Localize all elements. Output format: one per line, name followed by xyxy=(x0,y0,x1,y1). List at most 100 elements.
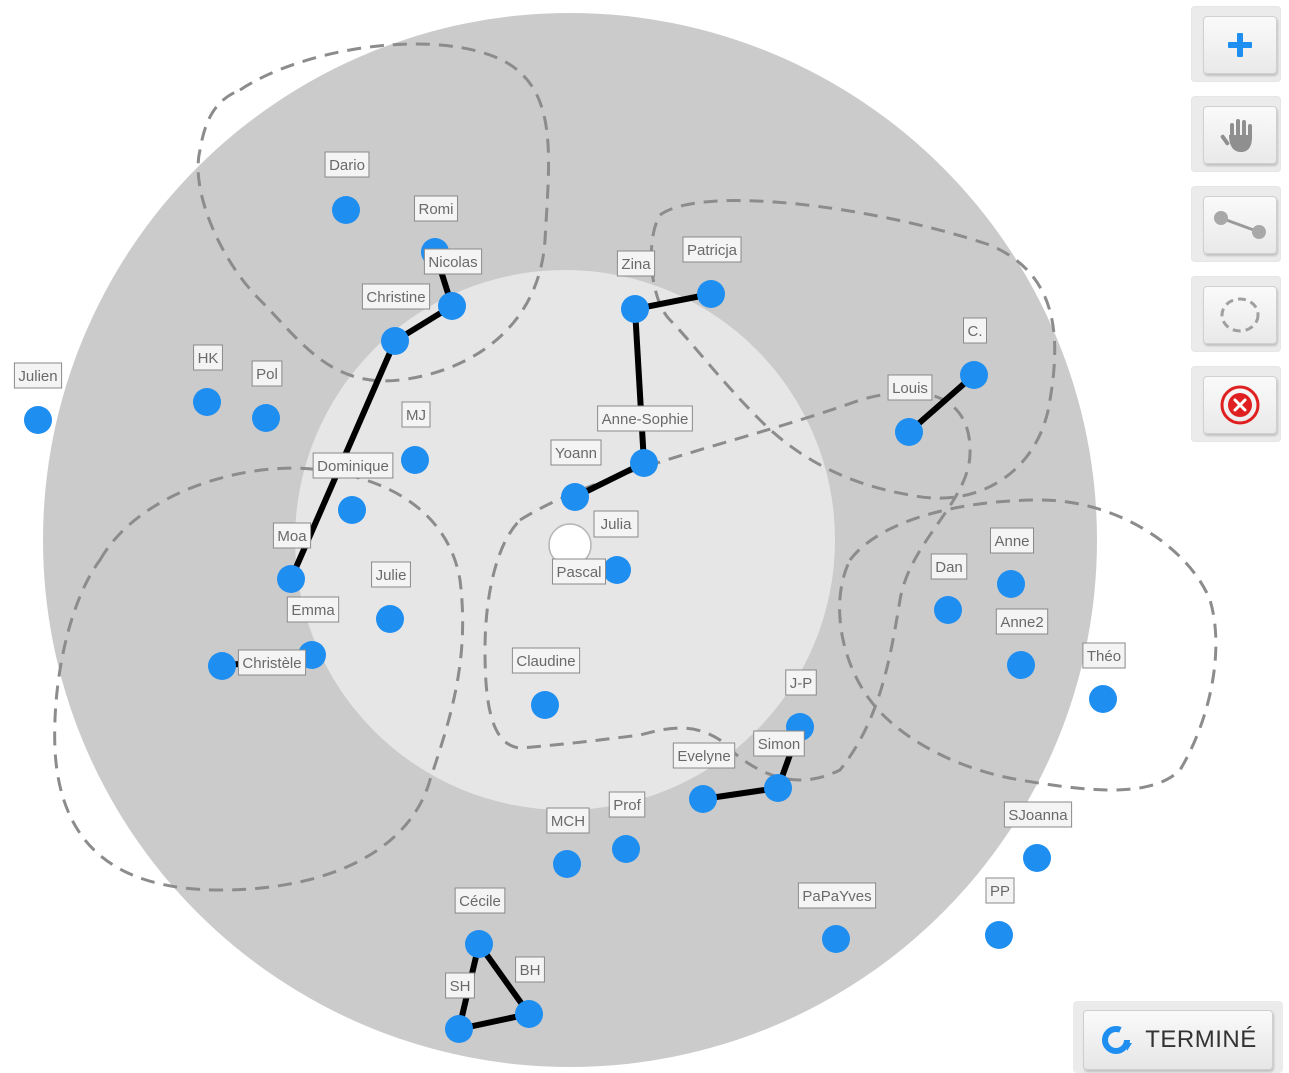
person-node-julie[interactable] xyxy=(376,605,404,633)
person-label-box xyxy=(551,558,607,585)
person-label-box xyxy=(930,553,968,580)
link-zina-annesophie xyxy=(632,306,647,466)
person-label-hk: HK xyxy=(193,344,223,371)
person-label-box xyxy=(682,236,742,263)
person-label-text: MJ xyxy=(406,407,426,424)
person-node-pp[interactable] xyxy=(985,921,1013,949)
person-label-bh: BH xyxy=(515,956,545,983)
person-label-text: HK xyxy=(198,350,219,367)
group-outline-east xyxy=(838,498,1218,792)
person-label-text: Yoann xyxy=(555,445,597,462)
person-node-claudine[interactable] xyxy=(531,691,559,719)
group-outline-north-west xyxy=(196,42,551,383)
person-label-box xyxy=(989,527,1035,554)
delete-tool-button[interactable] xyxy=(1191,366,1281,442)
person-label-box xyxy=(797,882,877,909)
person-label-yoann: Yoann xyxy=(550,439,602,466)
person-node-moa[interactable] xyxy=(277,565,305,593)
person-label-box xyxy=(286,596,340,623)
delete-icon xyxy=(1220,385,1260,425)
person-label-simon: Simon xyxy=(753,730,805,757)
person-node-cecile[interactable] xyxy=(465,930,493,958)
person-label-box xyxy=(454,887,506,914)
person-label-text: Patricja xyxy=(687,242,738,259)
person-label-dan: Dan xyxy=(930,553,968,580)
person-node-evelyne[interactable] xyxy=(689,785,717,813)
person-label-box xyxy=(672,742,736,769)
person-node-mch[interactable] xyxy=(553,850,581,878)
person-node-patricja[interactable] xyxy=(697,280,725,308)
person-label-text: Dominique xyxy=(317,458,389,475)
person-node-simon[interactable] xyxy=(764,774,792,802)
person-label-christine: Christine xyxy=(361,283,431,310)
person-node-hk[interactable] xyxy=(193,388,221,416)
person-node-bh[interactable] xyxy=(515,1000,543,1028)
person-label-box xyxy=(193,344,223,371)
person-label-box xyxy=(1003,801,1073,828)
person-node-pol[interactable] xyxy=(252,404,280,432)
person-label-prof: Prof xyxy=(608,791,646,818)
person-node-papayves[interactable] xyxy=(822,925,850,953)
person-label-box xyxy=(546,807,590,834)
person-label-pol: Pol xyxy=(251,360,283,387)
person-label-text: Moa xyxy=(277,528,307,545)
person-node-mj[interactable] xyxy=(401,446,429,474)
person-label-box xyxy=(785,669,817,696)
person-node-sjoanna[interactable] xyxy=(1023,844,1051,872)
person-label-claudine: Claudine xyxy=(511,647,581,674)
person-node-nicolas[interactable] xyxy=(438,292,466,320)
person-node-anne2[interactable] xyxy=(1007,651,1035,679)
person-label-text: Zina xyxy=(621,256,651,273)
person-node-christine[interactable] xyxy=(381,327,409,355)
person-label-c: C. xyxy=(963,317,987,344)
done-button[interactable]: TERMINÉ xyxy=(1073,1001,1283,1073)
person-label-jp: J-P xyxy=(785,669,817,696)
person-node-julien[interactable] xyxy=(24,406,52,434)
person-label-pascal: Pascal xyxy=(551,558,607,585)
group-outline-center xyxy=(483,390,972,782)
done-button-label: TERMINÉ xyxy=(1145,1026,1257,1053)
move-tool-button[interactable] xyxy=(1191,96,1281,172)
person-labels: DarioRomiNicolasChristineJulienHKPolMJDo… xyxy=(13,151,1126,999)
person-node-dominique[interactable] xyxy=(338,496,366,524)
person-label-text: Christèle xyxy=(242,655,301,672)
person-node-dan[interactable] xyxy=(934,596,962,624)
person-label-romi: Romi xyxy=(413,195,459,222)
person-node-pascal[interactable] xyxy=(603,556,631,584)
person-node-prof[interactable] xyxy=(612,835,640,863)
person-label-text: Emma xyxy=(291,602,335,619)
group-tool-button[interactable] xyxy=(1191,276,1281,352)
person-label-box xyxy=(251,360,283,387)
person-label-text: Anne-Sophie xyxy=(602,411,689,428)
person-node-louis[interactable] xyxy=(895,418,923,446)
person-label-mch: MCH xyxy=(546,807,590,834)
person-label-text: Louis xyxy=(892,380,928,397)
person-node-theo[interactable] xyxy=(1089,685,1117,713)
person-node-zina[interactable] xyxy=(621,295,649,323)
person-label-text: Anne xyxy=(994,533,1029,550)
person-node-anne[interactable] xyxy=(997,570,1025,598)
group-outline-north-east xyxy=(649,199,1057,500)
person-node-c[interactable] xyxy=(960,361,988,389)
person-label-annesophie: Anne-Sophie xyxy=(597,405,693,432)
person-label-box xyxy=(312,452,394,479)
person-label-anne2: Anne2 xyxy=(995,608,1049,635)
dashed-circle-icon xyxy=(1220,297,1260,333)
add-person-button[interactable] xyxy=(1191,6,1281,82)
person-label-box xyxy=(597,405,693,432)
person-label-text: BH xyxy=(520,962,541,979)
person-node-yoann[interactable] xyxy=(561,483,589,511)
person-node-annesophie[interactable] xyxy=(630,449,658,477)
person-label-box xyxy=(753,730,805,757)
person-label-box xyxy=(237,649,307,676)
ego-node-layer[interactable]: Julia xyxy=(548,510,639,567)
hand-icon xyxy=(1220,119,1252,152)
person-node-christele[interactable] xyxy=(208,652,236,680)
person-label-box xyxy=(608,791,646,818)
ego-label-box xyxy=(593,510,639,538)
person-label-text: Simon xyxy=(758,736,801,753)
link-tool-button[interactable] xyxy=(1191,186,1281,262)
person-node-sh[interactable] xyxy=(445,1015,473,1043)
person-node-dario[interactable] xyxy=(332,196,360,224)
